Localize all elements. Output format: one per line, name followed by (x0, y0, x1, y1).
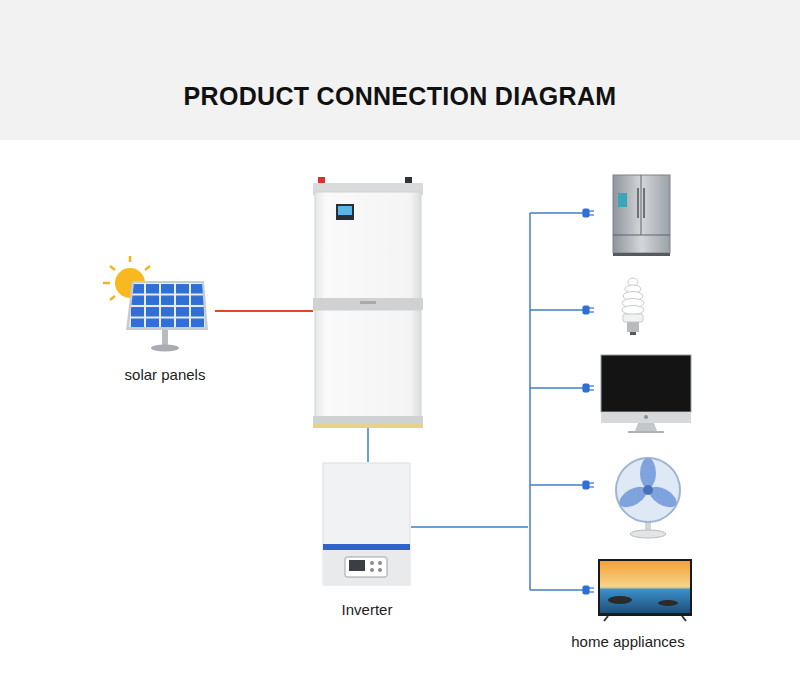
inverter-node: Inverter (323, 462, 411, 620)
solar-panel-node: solar panels (115, 255, 215, 385)
solar-panel-drawing (103, 256, 208, 352)
fan-drawing (616, 458, 680, 538)
monitor-drawing (601, 355, 691, 433)
node-label: solar panels (75, 365, 255, 385)
battery-drawing (313, 177, 423, 428)
ac-cable (411, 526, 528, 528)
battery-node (313, 178, 423, 428)
node-label: Inverter (283, 600, 451, 620)
appliance-bus (530, 213, 584, 590)
plug-symbols (583, 209, 594, 594)
tv-drawing (598, 559, 692, 621)
fridge-drawing (613, 175, 670, 256)
battery-cable (367, 428, 369, 462)
node-label: home appliances (488, 632, 768, 652)
diagram-title: PRODUCT CONNECTION DIAGRAM (0, 82, 800, 111)
title-band (0, 0, 800, 140)
dc-cable (215, 310, 313, 312)
bulb-drawing (622, 278, 644, 335)
appliances-node: home appliances (528, 150, 728, 652)
inverter-drawing (323, 463, 410, 585)
